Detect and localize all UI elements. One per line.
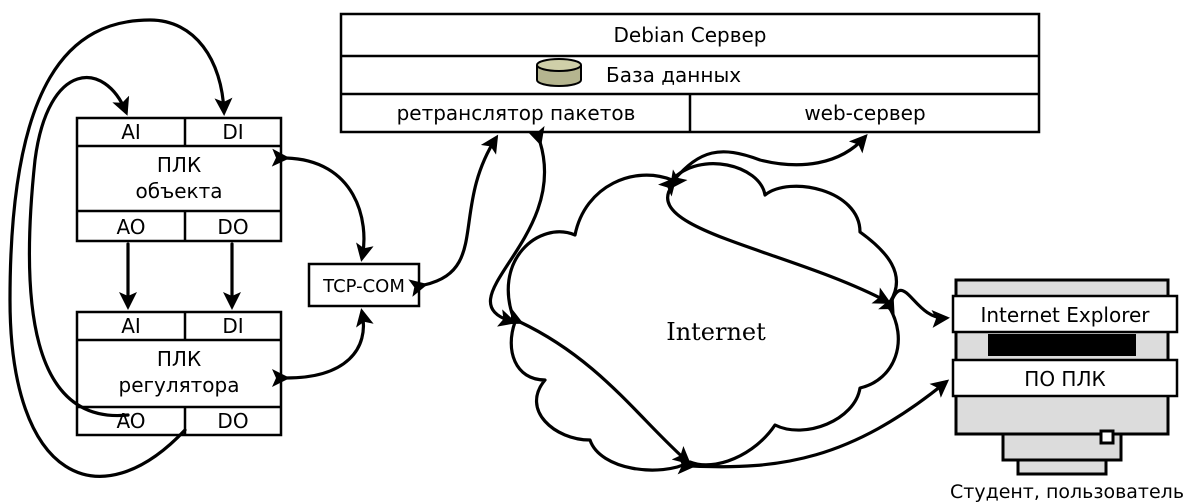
browser-label: Internet Explorer xyxy=(980,303,1150,327)
plc-object-ai: AI xyxy=(121,120,141,144)
plc-software-box: ПО ПЛК xyxy=(951,358,1179,398)
plc-regulator-ai: AI xyxy=(121,314,141,338)
connectors xyxy=(8,18,950,478)
browser-box: Internet Explorer xyxy=(951,294,1179,334)
plc-software-label: ПО ПЛК xyxy=(1024,367,1105,391)
database-cylinder-icon xyxy=(536,58,582,87)
plc-regulator-do: DO xyxy=(217,409,248,433)
tcp-com-label: TCP-COM xyxy=(322,276,405,297)
plc-object-ao: AO xyxy=(116,215,145,239)
client-caption: Студент, пользователь xyxy=(950,481,1184,503)
relay-label: ретранслятор пакетов xyxy=(397,101,636,125)
plc-object-name-line1: ПЛК xyxy=(157,153,201,177)
plc-object: AI DI ПЛК объекта AO DO xyxy=(75,116,283,243)
server-block: Debian Сервер База данных ретранслятор п… xyxy=(339,12,1041,134)
plc-object-frame xyxy=(75,116,283,243)
plc-regulator-ao: AO xyxy=(116,409,145,433)
plc-object-do: DO xyxy=(217,215,248,239)
cloud-icon xyxy=(506,162,900,472)
server-title: Debian Сервер xyxy=(614,23,767,47)
database-label: База данных xyxy=(606,63,741,87)
plc-object-di: DI xyxy=(222,120,243,144)
plc-regulator-name-line2: регулятора xyxy=(119,373,240,397)
tcp-com-box: TCP-COM xyxy=(307,262,421,308)
plc-regulator-di: DI xyxy=(222,314,243,338)
cloud-label: Internet xyxy=(666,318,766,346)
plc-regulator-name-line1: ПЛК xyxy=(157,347,201,371)
plc-object-name-line2: объекта xyxy=(136,179,223,203)
web-server-label: web-сервер xyxy=(804,101,925,125)
